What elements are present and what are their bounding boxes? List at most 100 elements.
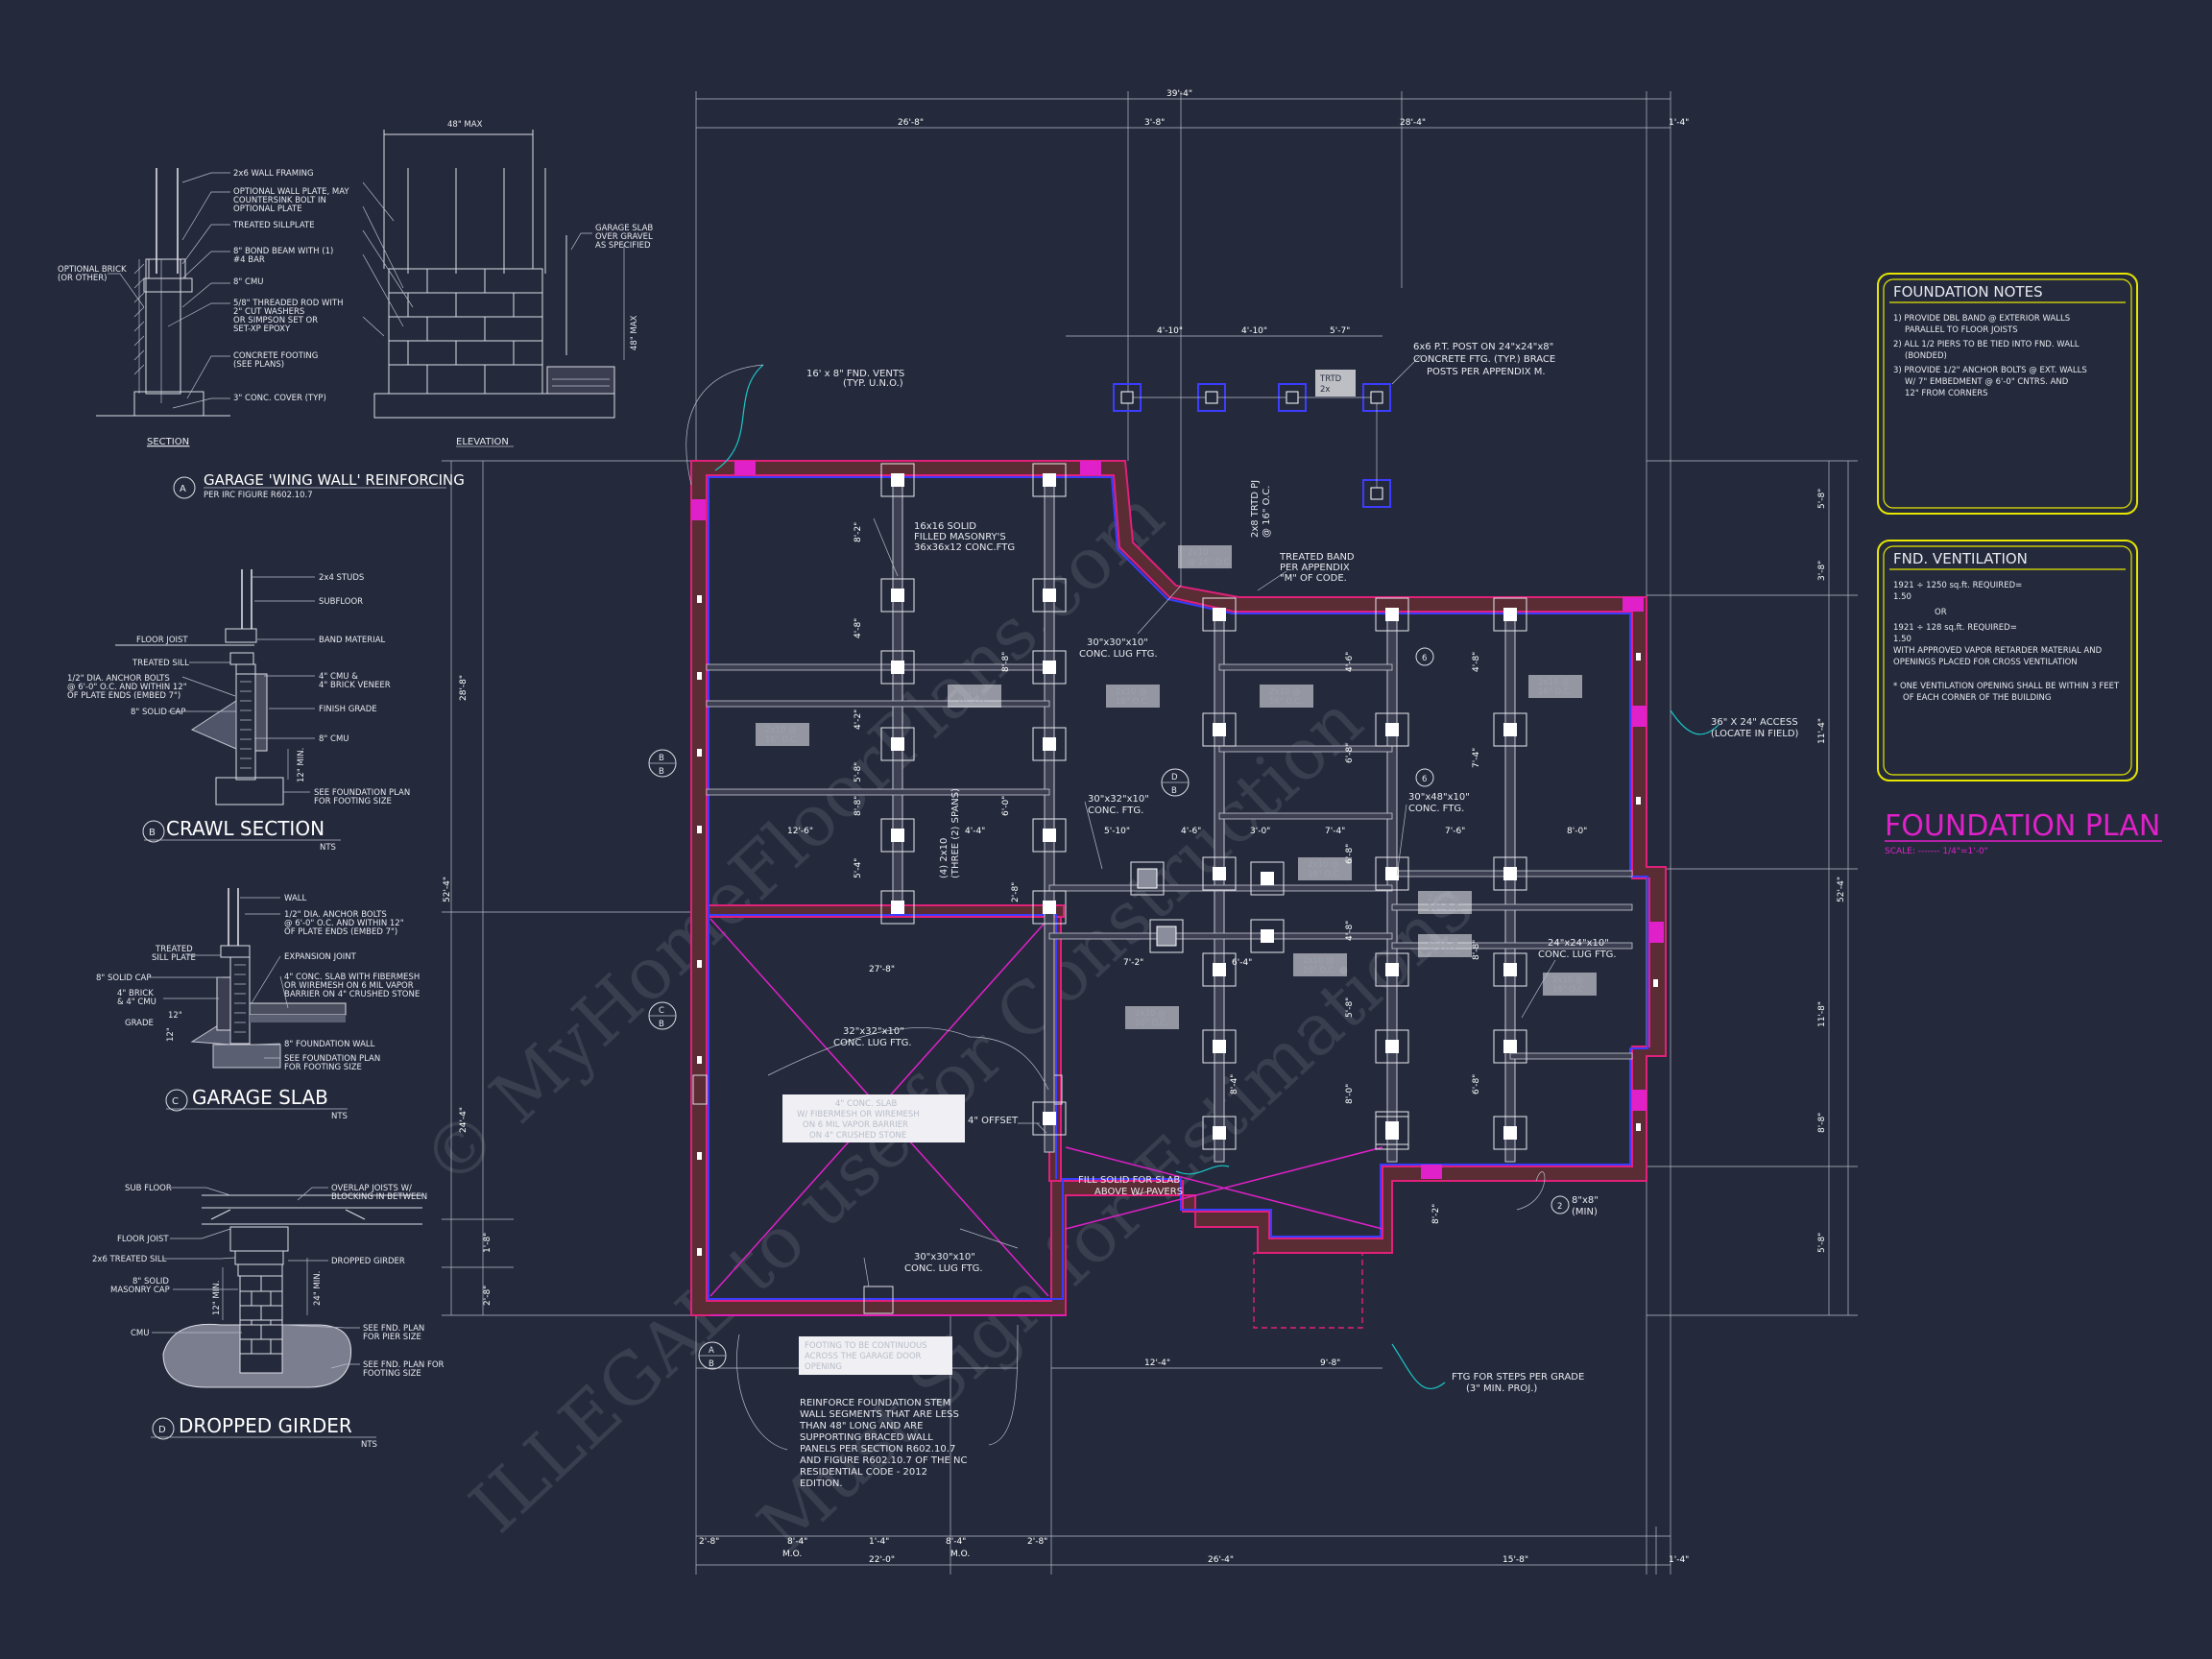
pier [1385, 1121, 1399, 1135]
pier-footing [1202, 597, 1237, 632]
detail-d-dropped-girder: SUB FLOOR OVERLAP JOISTS W/ BLOCKING IN … [92, 1184, 445, 1450]
callout-steps: (3" MIN. PROJ.) [1466, 1383, 1537, 1394]
detail-a-label: 8" CMU [233, 277, 264, 287]
garage-slab: 4" CONC. SLAB W/ FIBERMESH OR WIREMESH O… [692, 918, 1383, 1316]
dim-bottom: 22'-0" [869, 1555, 895, 1565]
detail-a-label: 2x6 WALL FRAMING [233, 169, 314, 179]
detail-d-label: FLOOR JOIST [117, 1235, 169, 1244]
pier-footing [880, 650, 915, 685]
callout-vents: (TYP. U.N.O.) [843, 378, 903, 389]
detail-a-label: OVER GRAVEL [595, 232, 653, 242]
detail-d-label: 8" SOLID [132, 1277, 169, 1286]
dim-inner: 7'-6" [1445, 827, 1465, 836]
pier-footing [1032, 890, 1067, 925]
beam-tag: 2x10 @ [1308, 860, 1338, 870]
detail-d-label: DROPPED GIRDER [331, 1257, 405, 1266]
foundation-wall-outline [690, 460, 1667, 1316]
pier-footing [1375, 952, 1409, 987]
detail-a-label: (OR OTHER) [58, 274, 107, 283]
callout-conc-ftg: CONC. FTG. [1088, 805, 1143, 816]
beam-tag: 2x10 @ [1428, 937, 1458, 947]
dim-bottom: 2'-8" [1027, 1537, 1047, 1547]
detail-c-label: SEE FOUNDATION PLAN [284, 1054, 380, 1064]
foundation-note-line: PARALLEL TO FLOOR JOISTS [1905, 325, 2018, 335]
dim-inner: 5'-10" [1104, 827, 1130, 836]
detail-a-label: OPTIONAL BRICK [58, 265, 127, 275]
detail-c-label: 12" [168, 1011, 182, 1021]
pier-footing [1250, 919, 1285, 953]
garage-slab-note: 4" CONC. SLAB [835, 1099, 897, 1109]
beam-tag: 2x10 @ [1135, 1009, 1166, 1019]
dim-inner: 4'-8" [1472, 652, 1481, 672]
pier-footing [1250, 861, 1285, 896]
callout-reinforce: AND FIGURE R602.10.7 OF THE NC [800, 1455, 967, 1466]
beam-tag: 16" O.C. [1303, 966, 1336, 975]
beam-tag-box [1293, 953, 1347, 976]
garage-slab-note: ON 6 MIL VAPOR BARRIER [803, 1120, 908, 1130]
section-marker: D [1171, 773, 1178, 782]
dim-top: 4'-10" [1241, 326, 1267, 336]
foundation-plan: 39'-4" 26'-8" 3'-8" 28'-4" 1'-4" 4'-10" … [442, 89, 1858, 1575]
callout-reinforce: EDITION. [800, 1479, 843, 1489]
dim-inner: 8'-0" [1345, 1084, 1355, 1104]
girder-line [1218, 663, 1393, 671]
detail-b-drawing [115, 569, 289, 805]
detail-c-garage-slab: WALL 1/2" DIA. ANCHOR BOLTS @ 6'-0" O.C.… [96, 888, 420, 1121]
section-marker: 2 [1557, 1202, 1562, 1212]
pier [1213, 1126, 1226, 1140]
detail-a-label: 8" BOND BEAM WITH (1) [233, 247, 333, 256]
dim-inner: 5'-8" [854, 762, 863, 782]
foundation-notes-panel: FOUNDATION NOTES 1) PROVIDE DBL BAND @ E… [1877, 273, 2138, 515]
beam-tag: 2x10 @ [1303, 956, 1334, 966]
detail-b-label: FLOOR JOIST [136, 636, 188, 645]
piers-and-girders: 2x10 @16" O.C.2x10 @16" O.C.2x10 @16" O.… [706, 463, 1633, 1163]
foundation-walls [690, 460, 1667, 1316]
beam-tag: 16" O.C. [1308, 870, 1341, 879]
detail-d-marker [152, 1417, 175, 1440]
dim-inner: 12'-6" [787, 827, 813, 836]
pier-footing [1493, 952, 1527, 987]
dim-inner: 4'-2" [854, 709, 863, 730]
pier-footing [1032, 818, 1067, 853]
porch-band-tag: 2x [1320, 385, 1330, 395]
beam-tag-box [1418, 891, 1472, 914]
dim-bottom: 1'-4" [869, 1537, 889, 1547]
porch-band-tag: TRTD [1319, 374, 1342, 384]
detail-c-label: BARRIER ON 4" CRUSHED STONE [284, 990, 420, 999]
pier-footing [1032, 1101, 1067, 1136]
section-marker: B [659, 767, 664, 777]
pier-footing [1375, 1029, 1409, 1064]
dim-inner: 8'-0" [1567, 827, 1587, 836]
detail-d-drawing [162, 1194, 422, 1388]
callout-lug-ftg: 32"x32"x10" [843, 1026, 904, 1037]
ventilation-note-line: OPENINGS PLACED FOR CROSS VENTILATION [1893, 658, 2078, 667]
detail-c-label: 12" [166, 1027, 176, 1042]
pier-footing [880, 578, 915, 613]
pier [1043, 901, 1056, 914]
foundation-vents [691, 461, 1664, 1179]
callout-reinforce: PANELS PER SECTION R602.10.7 [800, 1444, 955, 1455]
pier [1503, 867, 1517, 880]
callout-lug-ftg: CONC. LUG FTG. [1538, 950, 1617, 960]
girder-line [892, 476, 903, 913]
callout-masonry: 16x16 SOLID [914, 521, 976, 532]
detail-d-label: FOR PIER SIZE [363, 1333, 421, 1342]
dim-bottom: M.O. [950, 1550, 970, 1559]
callout-pier-size: 8"x8" [1572, 1195, 1599, 1206]
detail-a-marker-letter: A [180, 484, 186, 494]
pier [1213, 867, 1226, 880]
beam-tag-box [1418, 934, 1472, 957]
beam-tag: 2x10 @ [1552, 975, 1583, 985]
pier [1261, 872, 1274, 885]
detail-a-label: OR SIMPSON SET OR [233, 316, 318, 325]
section-marker: 6 [1422, 654, 1427, 663]
dim-inner: 8'-8" [1472, 940, 1481, 960]
pier [891, 661, 904, 674]
beam-tag-box [1125, 1006, 1179, 1029]
callout-reinforce: SUPPORTING BRACED WALL [800, 1432, 933, 1443]
detail-c-label: 8" FOUNDATION WALL [284, 1040, 375, 1049]
beam-tag: 16" O.C. [765, 735, 799, 745]
detail-c-label: FOR FOOTING SIZE [284, 1063, 362, 1072]
callout-porch-post: 6x6 P.T. POST ON 24"x24"x8" [1413, 342, 1553, 352]
callout-porch-joist: 2x8 TRTD PJ [1250, 480, 1261, 538]
